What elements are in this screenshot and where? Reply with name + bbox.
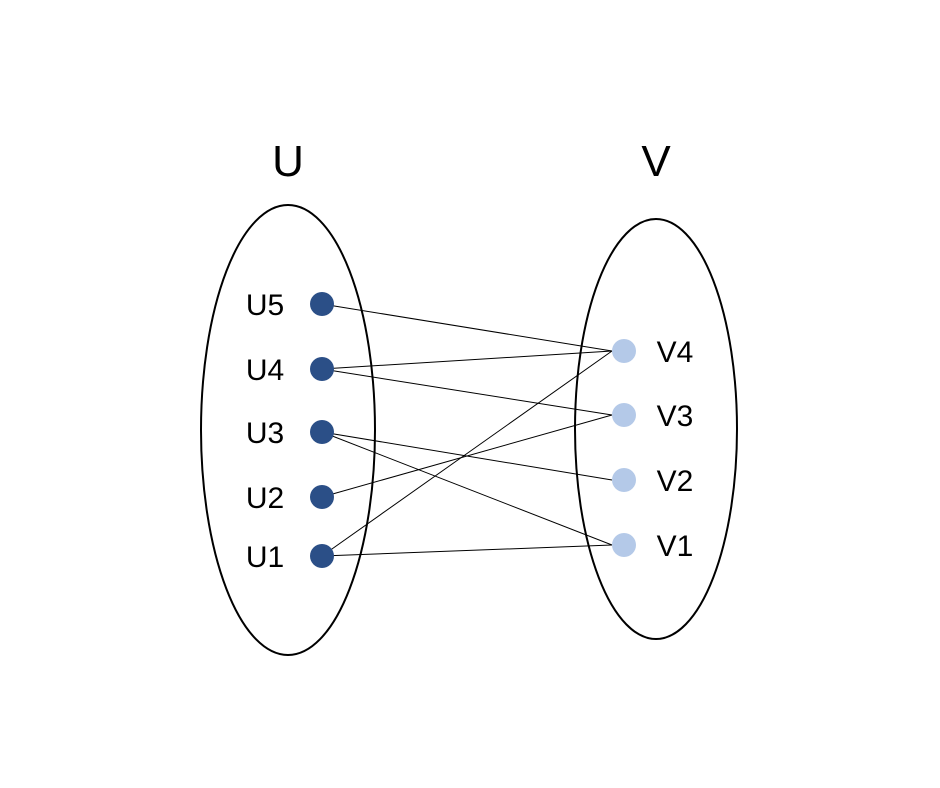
edge-u2-v3 — [321, 414, 613, 498]
node-v4 — [612, 339, 636, 363]
node-label-u4: U4 — [246, 354, 284, 387]
node-v3 — [612, 403, 636, 427]
node-label-u2: U2 — [246, 482, 284, 515]
node-label-v3: V3 — [657, 400, 694, 433]
node-label-v1: V1 — [657, 530, 694, 563]
node-v2 — [612, 468, 636, 492]
set-u-ellipse — [200, 204, 376, 656]
node-v1 — [612, 533, 636, 557]
node-label-v4: V4 — [657, 336, 694, 369]
node-label-u5: U5 — [246, 289, 284, 322]
node-u3 — [310, 420, 334, 444]
node-u4 — [310, 357, 334, 381]
set-v-ellipse — [574, 218, 738, 640]
node-label-u3: U3 — [246, 417, 284, 450]
edge-u3-v1 — [321, 431, 613, 546]
node-u5 — [310, 292, 334, 316]
set-v-label: V — [641, 137, 671, 186]
node-label-u1: U1 — [246, 541, 284, 574]
edge-u4-v4 — [321, 350, 613, 370]
edge-u4-v3 — [321, 368, 613, 416]
node-u1 — [310, 544, 334, 568]
edges-group — [321, 303, 613, 557]
set-u-label: U — [272, 137, 304, 186]
edge-u1-v4 — [321, 350, 613, 557]
edge-u5-v4 — [321, 303, 613, 352]
node-u2 — [310, 485, 334, 509]
edge-u1-v1 — [321, 544, 613, 557]
node-label-v2: V2 — [657, 465, 694, 498]
